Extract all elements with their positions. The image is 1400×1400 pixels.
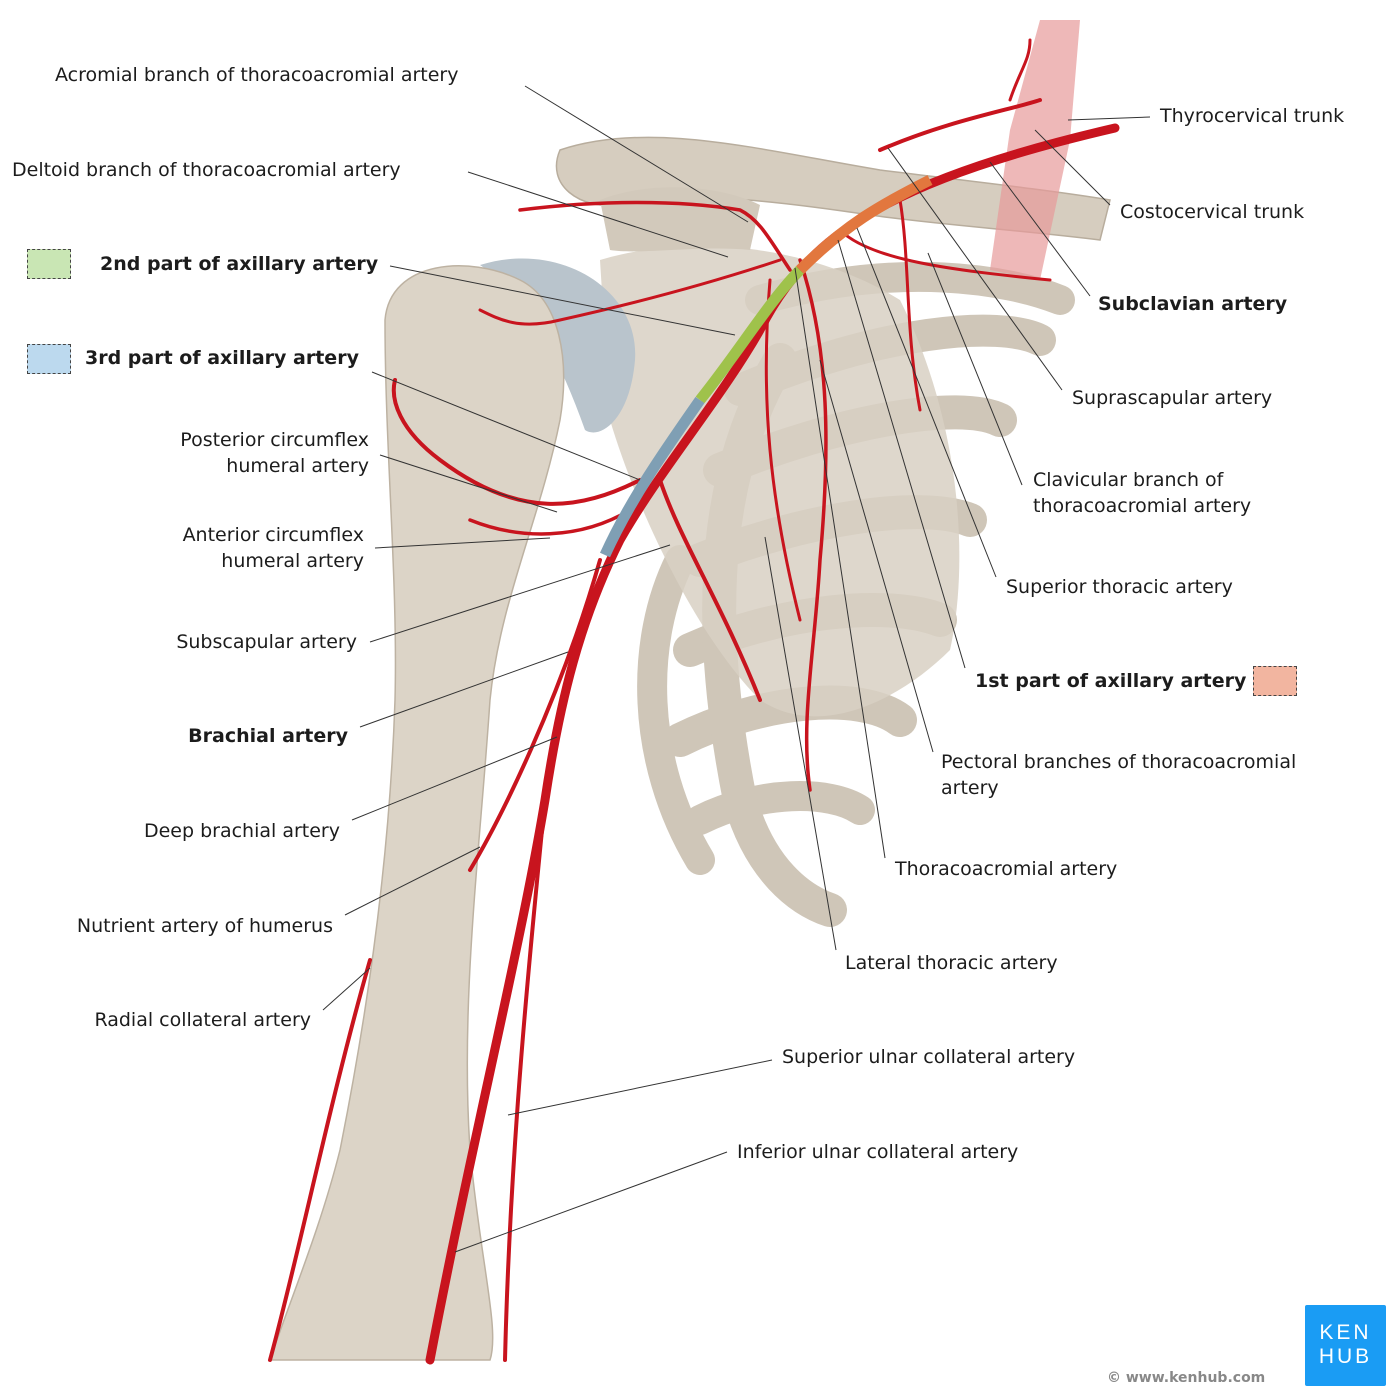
label-posterior-circumflex: Posterior circumflex humeral artery bbox=[180, 427, 369, 479]
label-line: Clavicular branch of bbox=[1033, 469, 1224, 491]
label-costocervical: Costocervical trunk bbox=[1120, 201, 1305, 223]
label-subscapular: Subscapular artery bbox=[176, 631, 357, 653]
copyright-text: © www.kenhub.com bbox=[1107, 1370, 1266, 1386]
logo-text: HUB bbox=[1318, 1345, 1373, 1368]
label-brachial: Brachial artery bbox=[188, 725, 348, 747]
label-line: Posterior circumflex bbox=[180, 429, 369, 451]
humerus bbox=[268, 265, 565, 1361]
leader-lines bbox=[322, 85, 1151, 1253]
label-line: artery bbox=[941, 777, 999, 799]
legend-swatch-third-part bbox=[27, 344, 71, 374]
label-pectoral-branches: Pectoral branches of thoracoacromial arte… bbox=[941, 749, 1296, 801]
logo-text: KEN bbox=[1319, 1321, 1372, 1344]
label-deltoid-branch: Deltoid branch of thoracoacromial artery bbox=[12, 159, 401, 181]
label-first-part-axillary: 1st part of axillary artery bbox=[975, 670, 1247, 692]
axillary-segments bbox=[599, 175, 933, 558]
label-anterior-circumflex: Anterior circumflex humeral artery bbox=[183, 522, 364, 574]
scapula bbox=[600, 245, 960, 717]
label-second-part-axillary: 2nd part of axillary artery bbox=[100, 253, 379, 275]
label-third-part-axillary: 3rd part of axillary artery bbox=[85, 347, 359, 369]
label-thyrocervical: Thyrocervical trunk bbox=[1160, 105, 1345, 127]
label-subclavian: Subclavian artery bbox=[1098, 293, 1288, 315]
label-clavicular-branch: Clavicular branch of thoracoacromial arte… bbox=[1033, 467, 1251, 519]
legend-swatch-second-part bbox=[27, 249, 71, 279]
label-lateral-thoracic: Lateral thoracic artery bbox=[845, 952, 1058, 974]
label-line: Anterior circumflex bbox=[182, 524, 364, 546]
label-line: humeral artery bbox=[221, 550, 364, 572]
label-inferior-ulnar-collateral: Inferior ulnar collateral artery bbox=[737, 1141, 1019, 1163]
label-superior-ulnar-collateral: Superior ulnar collateral artery bbox=[782, 1046, 1076, 1068]
label-deep-brachial: Deep brachial artery bbox=[143, 820, 340, 842]
label-line: humeral artery bbox=[226, 455, 369, 477]
label-superior-thoracic: Superior thoracic artery bbox=[1006, 576, 1233, 598]
legend-swatch-first-part bbox=[1253, 666, 1297, 696]
label-thoracoacromial: Thoracoacromial artery bbox=[895, 858, 1118, 880]
label-suprascapular: Suprascapular artery bbox=[1072, 387, 1273, 409]
label-line: Pectoral branches of thoracoacromial bbox=[941, 751, 1297, 773]
label-radial-collateral: Radial collateral artery bbox=[94, 1009, 311, 1031]
label-nutrient: Nutrient artery of humerus bbox=[76, 915, 333, 937]
label-line: thoracoacromial artery bbox=[1033, 495, 1252, 517]
label-acromial-branch: Acromial branch of thoracoacromial arter… bbox=[55, 64, 459, 86]
